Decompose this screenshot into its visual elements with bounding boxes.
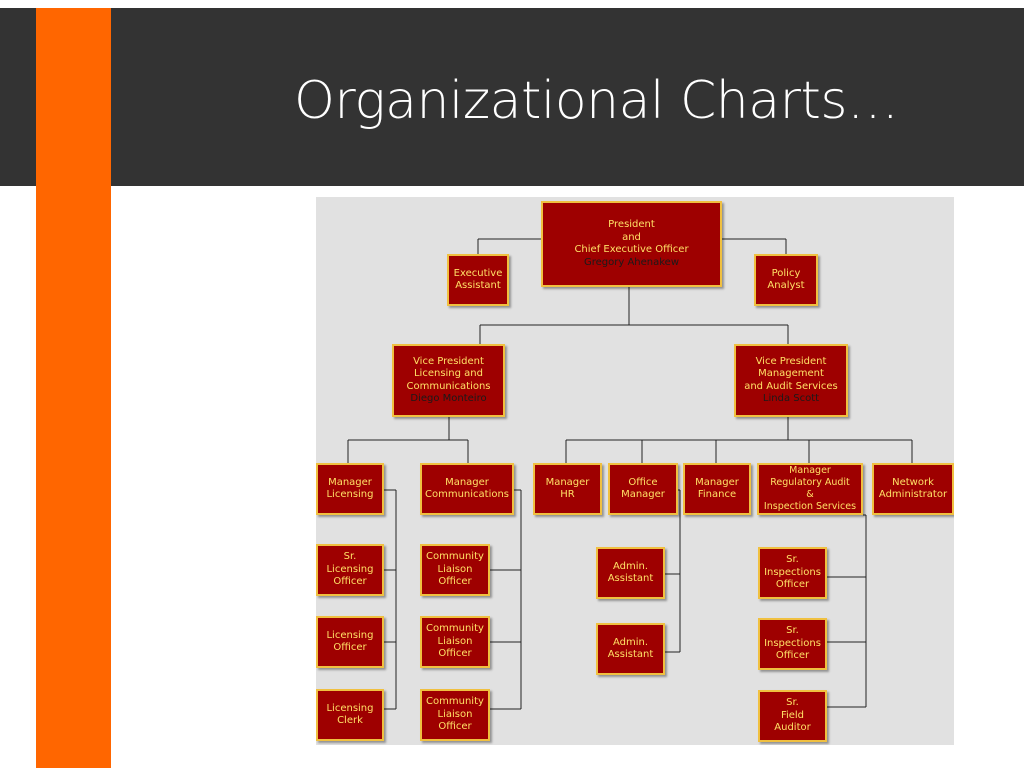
licensing-officer-box: Licensing Officer <box>316 616 384 668</box>
licensing-clerk-box: Licensing Clerk <box>316 689 384 741</box>
executive-assistant-box: Executive Assistant <box>447 254 509 306</box>
org-chart: President and Chief Executive Officer Gr… <box>316 197 954 745</box>
vp-management-box: Vice President Management and Audit Serv… <box>734 344 848 417</box>
manager-regulatory-box: Manager Regulatory Audit & Inspection Se… <box>757 463 863 515</box>
office-manager-box: Office Manager <box>608 463 678 515</box>
manager-finance-box: Manager Finance <box>683 463 751 515</box>
vp-management-name: Linda Scott <box>762 393 820 404</box>
admin-assistant-box: Admin. Assistant <box>596 623 665 675</box>
sr-inspections-officer-box: Sr. Inspections Officer <box>758 547 827 599</box>
president-name: Gregory Ahenakew <box>583 256 680 268</box>
vp-licensing-name: Diego Monteiro <box>410 393 487 404</box>
president-box: President and Chief Executive Officer Gr… <box>541 201 722 287</box>
sr-licensing-officer-box: Sr. Licensing Officer <box>316 544 384 596</box>
community-liaison-officer-box: Community Liaison Officer <box>420 616 490 668</box>
manager-communications-box: Manager Communications <box>420 463 514 515</box>
sr-field-auditor-box: Sr. Field Auditor <box>758 690 827 742</box>
community-liaison-officer-box: Community Liaison Officer <box>420 689 490 741</box>
vp-licensing-box: Vice President Licensing and Communicati… <box>392 344 505 417</box>
network-administrator-box: Network Administrator <box>872 463 954 515</box>
connector-lines <box>347 238 913 710</box>
manager-licensing-box: Manager Licensing <box>316 463 384 515</box>
accent-bar <box>36 8 111 768</box>
sr-inspections-officer-box: Sr. Inspections Officer <box>758 618 827 670</box>
admin-assistant-box: Admin. Assistant <box>596 547 665 599</box>
community-liaison-officer-box: Community Liaison Officer <box>420 544 490 596</box>
policy-analyst-box: Policy Analyst <box>754 254 818 306</box>
title-band <box>0 8 1024 186</box>
slide-title: Organizational Charts… <box>294 71 899 131</box>
manager-hr-box: Manager HR <box>533 463 602 515</box>
